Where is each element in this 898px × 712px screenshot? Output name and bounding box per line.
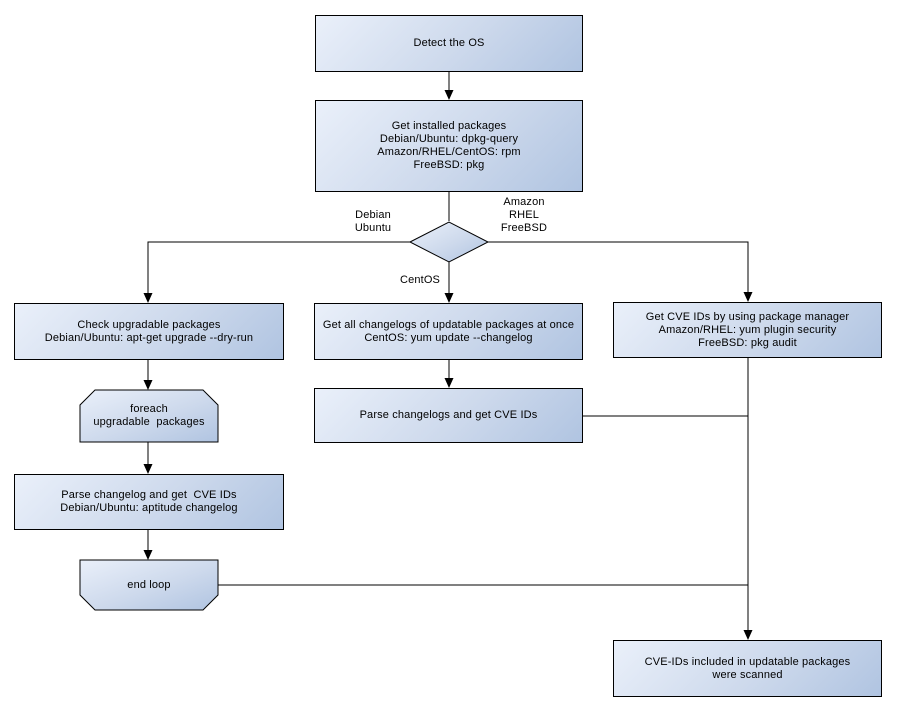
edge-label-line: FreeBSD (500, 222, 548, 234)
edge-label-debian-ubuntu: Debian Ubuntu (337, 209, 409, 235)
arrowhead-to-scanned (743, 630, 753, 640)
node-check-upgradable-packages: Check upgradable packages Debian/Ubuntu:… (14, 303, 284, 360)
node-text-line: Debian/Ubuntu: apt-get upgrade --dry-run (44, 331, 254, 344)
edge-label-line: RHEL (509, 209, 539, 221)
node-text-line: FreeBSD: pkg audit (698, 336, 797, 349)
node-text-line: Parse changelogs and get CVE IDs (359, 409, 538, 421)
arrowhead-to-installed (444, 90, 454, 100)
node-text-line: Detect the OS (413, 37, 485, 49)
node-text-line: Parse changelog and get CVE IDs (61, 489, 237, 501)
node-text-line: FreeBSD: pkg (413, 159, 485, 171)
edge-label-centos: CentOS (399, 274, 441, 286)
node-text-line: Check upgradable packages (77, 318, 221, 331)
arrowhead-to-parseleft (143, 464, 153, 474)
node-cve-ids-scanned: CVE-IDs included in updatable packages w… (613, 640, 882, 697)
node-parse-changelogs-get-cve-ids: Parse changelogs and get CVE IDs (314, 388, 583, 443)
edge-label-line: Amazon (503, 196, 545, 208)
arrowhead-to-parsemid (444, 378, 454, 388)
node-end-loop: end loop (80, 560, 218, 610)
node-detect-os: Detect the OS (315, 15, 583, 72)
arrowhead-to-getcve (743, 292, 753, 302)
node-text-line: Get installed packages (391, 120, 507, 132)
node-text-line: Get all changelogs of updatable packages… (322, 318, 575, 331)
edge-label-line: Debian (355, 209, 391, 221)
arrowhead-to-endloop (143, 550, 153, 560)
node-get-installed-packages: Get installed packages Debian/Ubuntu: dp… (315, 100, 583, 192)
foreach-loop-shape (79, 389, 219, 443)
node-text-line: upgradable packages (93, 416, 205, 428)
node-get-all-changelogs: Get all changelogs of updatable packages… (314, 303, 583, 360)
edge-decision-to-getcve (488, 241, 749, 293)
node-get-cve-ids-package-manager: Get CVE IDs by using package manager Ama… (613, 302, 882, 358)
edge-label-line: Ubuntu (354, 222, 392, 234)
node-text-line: end loop (127, 578, 171, 591)
decision-diamond-os (408, 221, 490, 263)
node-text-line: Debian/Ubuntu: dpkg-query (379, 133, 519, 145)
node-parse-changelog-aptitude: Parse changelog and get CVE IDs Debian/U… (14, 474, 284, 530)
edge-label-amazon-rhel-freebsd: Amazon RHEL FreeBSD (493, 196, 555, 235)
arrowhead-to-getall (444, 293, 454, 303)
node-text-line: Amazon/RHEL/CentOS: rpm (377, 146, 521, 158)
arrowhead-to-check (143, 293, 153, 303)
node-text-line: Get CVE IDs by using package manager (645, 310, 850, 323)
node-text-line: Debian/Ubuntu: aptitude changelog (60, 502, 238, 514)
node-text-line: Amazon/RHEL: yum plugin security (658, 323, 837, 336)
node-text-line: were scanned (712, 668, 783, 681)
end-loop-shape (79, 559, 219, 611)
node-text-line: foreach (130, 403, 168, 415)
node-foreach-upgradable-packages: foreach upgradable packages (80, 390, 218, 442)
node-text-line: CVE-IDs included in updatable packages (644, 655, 851, 668)
node-text-line: CentOS: yum update --changelog (364, 331, 533, 344)
edge-decision-to-check (147, 241, 410, 294)
arrowhead-to-foreach (143, 380, 153, 390)
